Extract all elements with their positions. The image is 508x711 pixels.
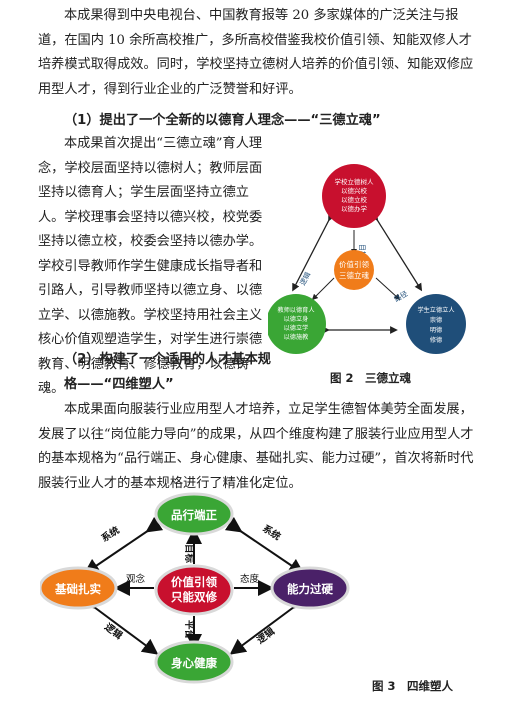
node-center-line1: 价值引领 <box>171 575 217 589</box>
paragraph-siwei: 本成果面向服装行业应用型人才培养，立足学生德智体美劳全面发展，发展了以往“岗位能… <box>38 402 474 491</box>
node-student-line2: 崇德 <box>430 316 442 324</box>
label-logic-left: 逻辑 <box>101 620 125 642</box>
paragraph-sande: 本成果首次提出“三德立魂”育人理念，学校层面坚持以德树人；教师层面坚持以德育人；… <box>38 132 264 402</box>
node-teacher-line2: 以德立身 <box>284 315 309 323</box>
label-logic: 逻辑 <box>298 270 313 287</box>
node-foundation <box>40 566 118 610</box>
arrow-bottom-right <box>229 592 310 655</box>
figure-3-caption: 图 3 四维塑人 <box>372 679 454 693</box>
node-center <box>154 564 234 616</box>
node-character-label: 品行端正 <box>171 508 217 522</box>
node-teacher-line1: 教师以德育人 <box>277 306 314 314</box>
node-center-line2: 三德立魂 <box>339 270 369 280</box>
label-goal: 目标 <box>358 244 367 258</box>
node-school-line2: 以德兴校 <box>341 186 368 195</box>
node-teacher-line3: 以德立学 <box>284 324 309 332</box>
node-teacher <box>268 294 326 354</box>
section-heading-1: （1）提出了一个全新的以德育人理念——“三德立魂” <box>64 113 381 128</box>
label-attitude: 态度 <box>240 573 260 585</box>
node-center-line2: 只能双修 <box>171 590 217 604</box>
label-goal: 目标 <box>183 544 195 564</box>
node-student <box>406 294 466 354</box>
node-school-line4: 以德办学 <box>341 204 368 213</box>
node-school <box>322 164 386 228</box>
node-school-line3: 以德立校 <box>341 195 368 204</box>
node-student-line3: 明德 <box>430 326 442 334</box>
node-health-label: 身心健康 <box>171 656 217 670</box>
node-health <box>154 640 234 684</box>
label-concept: 观念 <box>126 573 146 585</box>
arrow-top-left <box>292 212 336 292</box>
node-teacher-line4: 以德施教 <box>284 333 309 341</box>
node-center-line1: 价值引领 <box>339 259 369 269</box>
node-school-line1: 学校立德树人 <box>335 177 375 186</box>
arrow-top-right <box>224 516 305 575</box>
node-student-line4: 修德 <box>430 336 442 344</box>
label-platform: 平台 <box>183 620 195 640</box>
node-student-line1: 学生立德立人 <box>417 306 454 314</box>
label-path: 路径 <box>393 289 410 304</box>
arrow-center-left <box>311 277 335 301</box>
node-ability-label: 能力过硬 <box>287 582 333 596</box>
figure-2-diagram: 目标 逻辑 路径 学校立德树人 以德兴校 以德立校 以德办学 价值引领 三德立魂… <box>268 164 466 354</box>
arrow-bottom-left <box>78 592 159 655</box>
node-ability <box>270 566 350 610</box>
node-character <box>154 492 234 536</box>
arrow-center-right <box>375 277 401 301</box>
node-foundation-label: 基础扎实 <box>54 582 101 596</box>
section-heading-2: （2）构建了一个适用的人才基本规格——“四维塑人” <box>64 348 274 397</box>
paragraph-intro: 本成果得到中央电视台、中国教育报等 20 多家媒体的广泛关注与报道，在国内 10… <box>38 8 474 97</box>
arrow-top-right <box>370 212 423 292</box>
section-heading-2-text: （2）构建了一个适用的人才基本规格——“四维塑人” <box>64 352 271 392</box>
paragraph-sande-text: 本成果首次提出“三德立魂”育人理念，学校层面坚持以德树人；教师层面坚持以德育人；… <box>38 136 263 396</box>
label-system-right: 系统 <box>260 522 283 543</box>
node-center <box>334 250 374 290</box>
figure-2-caption: 图 2 三德立魂 <box>330 371 412 385</box>
figure-3-diagram: 系统 系统 逻辑 逻辑 目标 平台 观念 态度 品行端正 基础扎实 能力过硬 身… <box>40 492 350 684</box>
arrow-top-left <box>83 516 164 575</box>
label-system-left: 系统 <box>99 524 122 545</box>
